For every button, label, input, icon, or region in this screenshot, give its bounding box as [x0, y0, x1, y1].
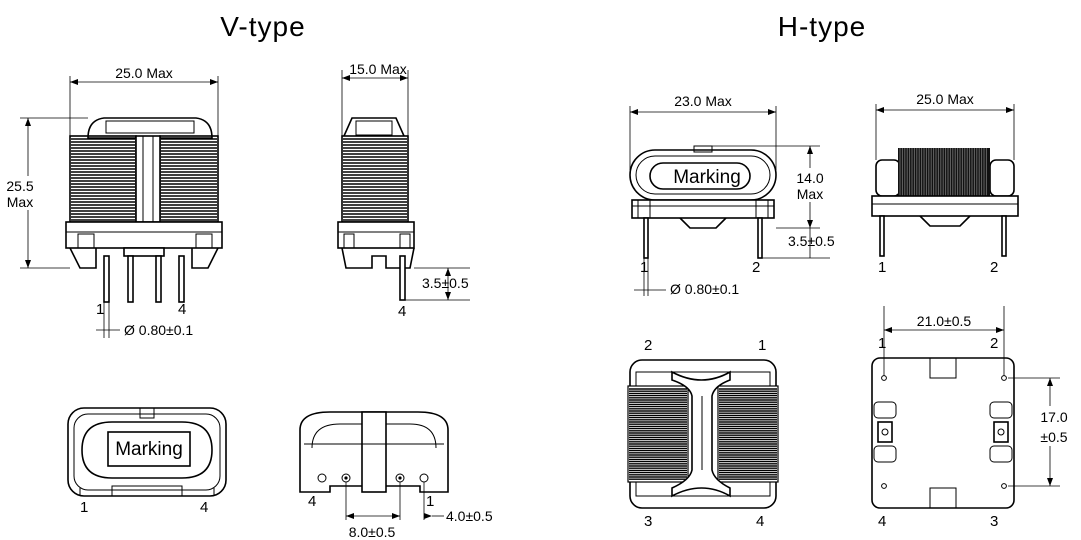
v-bottom-pin-pitch: 8.0±0.5 [349, 524, 396, 540]
h-type-side-view: 25.0 Max 1 2 [871, 91, 1019, 276]
v-front-left-winding [69, 135, 137, 223]
h-bottom-spacing-y-tol: ±0.5 [1040, 429, 1067, 445]
v-type-bottom-view: 4 1 4.0±0.5 8.0±0.5 [299, 411, 493, 540]
h-top-pin-2: 2 [644, 337, 652, 354]
v-front-height-value: 25.5 [6, 178, 33, 194]
h-bottom-pin-1: 1 [878, 335, 886, 352]
h-top-pin-3: 3 [644, 513, 652, 530]
h-top-right-winding [717, 385, 779, 483]
v-top-marking: Marking [115, 439, 183, 460]
h-bottom-pin-2: 2 [990, 335, 998, 352]
h-top-pin-4: 4 [756, 513, 764, 530]
v-front-width-label: 25.0 Max [115, 65, 173, 81]
h-side-pin-2: 2 [990, 259, 998, 276]
h-top-left-winding [627, 385, 689, 483]
v-front-pin-1: 1 [96, 301, 104, 318]
h-front-pin-diameter: Ø 0.80±0.1 [670, 281, 739, 297]
v-top-pin-1: 1 [80, 499, 88, 516]
h-type-top-view: 2 1 3 4 [627, 337, 779, 530]
h-bottom-pin-4: 4 [878, 513, 886, 530]
h-type-bottom-view: 21.0±0.5 17.0 ±0.5 1 2 4 3 [871, 306, 1076, 530]
v-bottom-pin-1: 1 [426, 493, 434, 510]
v-front-pin-4: 4 [178, 301, 186, 318]
h-front-width-label: 23.0 Max [674, 93, 732, 109]
v-type-title: V-type [220, 11, 305, 42]
v-bottom-pin-offset: 4.0±0.5 [446, 508, 493, 524]
v-side-width-label: 15.0 Max [349, 61, 407, 77]
h-type-title: H-type [778, 11, 866, 42]
h-front-height-unit: Max [797, 186, 823, 202]
h-side-width-label: 25.0 Max [916, 91, 974, 107]
v-side-pin-4: 4 [398, 303, 406, 320]
v-side-winding [343, 138, 407, 221]
h-type-front-view: Marking 23.0 Max 14.0 Max 3.5±0.5 1 2 Ø … [629, 93, 835, 297]
v-side-standoff: 3.5±0.5 [422, 275, 469, 291]
v-bottom-pin-4: 4 [308, 493, 316, 510]
h-front-standoff: 3.5±0.5 [788, 233, 835, 249]
h-side-pin-1: 1 [878, 259, 886, 276]
h-top-pin-1: 1 [758, 337, 766, 354]
v-type-top-view: Marking 1 4 [67, 407, 227, 516]
v-front-pin-diameter: Ø 0.80±0.1 [124, 322, 193, 338]
h-front-marking: Marking [673, 167, 741, 188]
v-type-side-view: 15.0 Max 3.5±0.5 4 [337, 61, 470, 320]
v-front-pins [103, 255, 185, 303]
h-bottom-spacing-y-value: 17.0 [1040, 409, 1067, 425]
v-front-right-winding [159, 135, 219, 223]
h-bottom-pin-3: 3 [990, 513, 998, 530]
h-front-height-value: 14.0 [796, 170, 823, 186]
v-top-pin-4: 4 [200, 499, 208, 516]
v-front-height-unit: Max [7, 194, 33, 210]
v-type-front-view: 25.0 Max 25.5 Max Ø 0.80±0.1 1 4 [6, 65, 223, 338]
h-front-pin-2: 2 [752, 259, 760, 276]
h-bottom-spacing-x: 21.0±0.5 [917, 313, 972, 329]
